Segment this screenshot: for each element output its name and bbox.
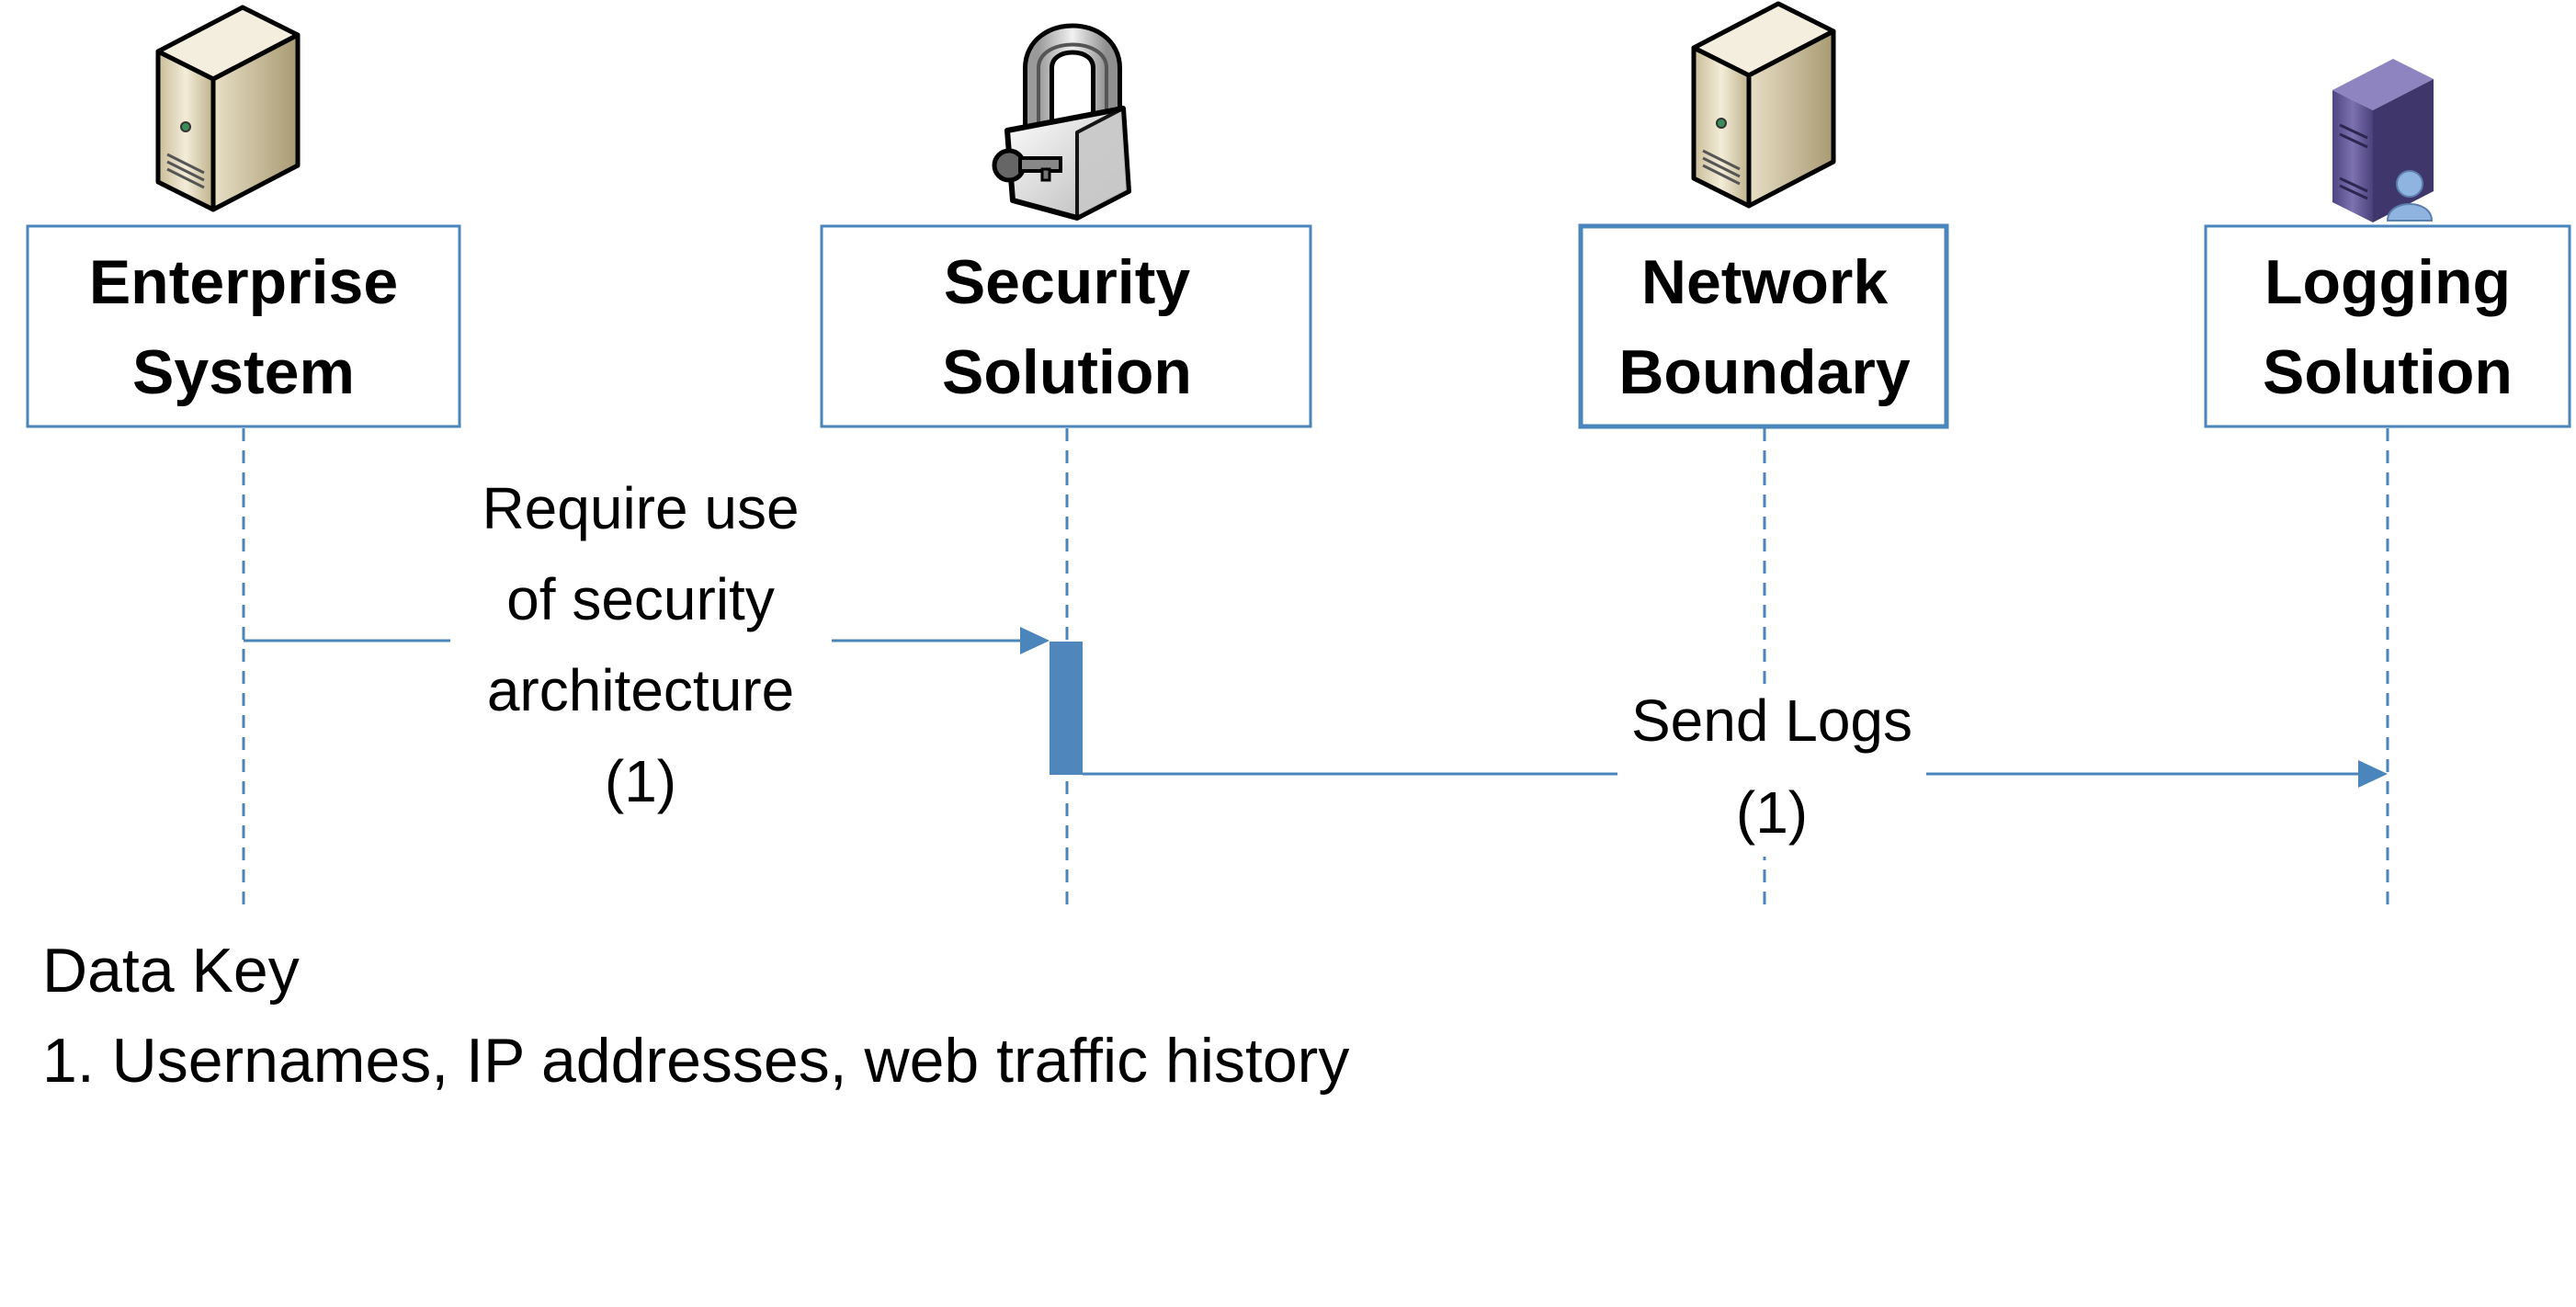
participant-box-enterprise: Enterprise System (26, 224, 461, 428)
activation-bar (1050, 642, 1083, 775)
message-label: (1) (605, 748, 676, 814)
message-label: (1) (1736, 779, 1808, 846)
participant-box-security: Security Solution (820, 224, 1312, 428)
participant-label: System (132, 337, 355, 407)
participant-label: Network (1641, 247, 1888, 317)
participant-label: Solution (942, 337, 1192, 407)
server-icon (155, 5, 301, 212)
padlock-key-icon (992, 23, 1131, 221)
server-icon (1691, 1, 1836, 209)
data-key-item: 1. Usernames, IP addresses, web traffic … (42, 1026, 1350, 1096)
participant-label: Security (944, 247, 1191, 317)
participant-label: Logging (2264, 247, 2511, 317)
participant-label: Enterprise (89, 247, 398, 317)
message-label: architecture (487, 657, 794, 723)
data-key-title: Data Key (42, 936, 300, 1006)
server-user-icon (2332, 59, 2434, 222)
participant-label: Boundary (1618, 337, 1911, 407)
participant-label: Solution (2263, 337, 2513, 407)
arrowhead (2358, 760, 2388, 788)
message-label: Send Logs (1631, 688, 1912, 754)
arrowhead (1020, 627, 1050, 654)
message-arrow-1: Require use of security architecture (1) (244, 475, 1050, 814)
participant-box-network: Network Boundary (1578, 223, 1949, 429)
message-arrow-2: Send Logs (1) (1083, 684, 2388, 857)
message-label: of security (506, 566, 775, 632)
message-label: Require use (482, 475, 799, 541)
participant-box-logging: Logging Solution (2204, 224, 2571, 428)
